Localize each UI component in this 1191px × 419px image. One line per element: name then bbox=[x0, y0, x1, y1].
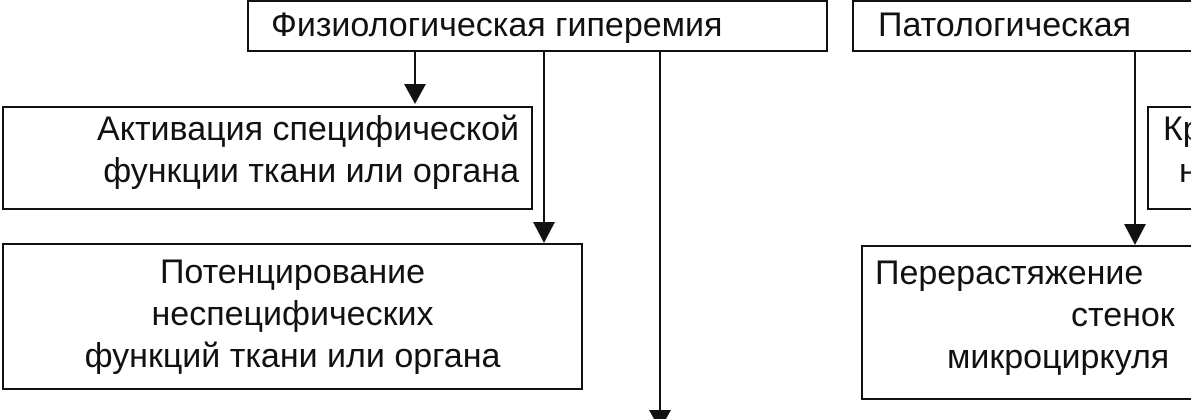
box-overstretching-line-2: стенок bbox=[1071, 296, 1175, 334]
box-potentiation-line-3: функций ткани или органа bbox=[84, 337, 501, 375]
box-right-top-text: Кр н bbox=[1163, 108, 1191, 192]
box-physiological-hyperemia: Физиологическая гиперемия bbox=[247, 0, 828, 52]
box-potentiation-line-1: Потенцирование bbox=[159, 253, 426, 291]
box-pathological-hyperemia: Патологическая bbox=[852, 0, 1191, 52]
box-activation-specific-function: Активация специфической функции ткани ил… bbox=[2, 106, 533, 210]
box-right-top-partial: Кр н bbox=[1147, 106, 1191, 210]
box-potentiation-nonspecific: Потенцирование неспецифических функций т… bbox=[2, 243, 583, 390]
box-overstretching: Перерастяжение стенок микроциркуля bbox=[861, 245, 1191, 400]
box-overstretching-text: Перерастяжение стенок микроциркуля bbox=[875, 252, 1191, 378]
box-physiological-hyperemia-label: Физиологическая гиперемия bbox=[271, 6, 723, 44]
arrowhead-phys-to-potentiation bbox=[533, 222, 555, 243]
box-overstretching-line-1: Перерастяжение bbox=[875, 254, 1144, 292]
box-activation-text: Активация специфической функции ткани ил… bbox=[4, 108, 531, 192]
arrowhead-phys-down bbox=[649, 410, 671, 419]
box-potentiation-text: Потенцирование неспецифических функций т… bbox=[4, 251, 581, 377]
arrowhead-path-to-overstretch bbox=[1124, 224, 1146, 245]
box-activation-line-2: функции ткани или органа bbox=[103, 152, 519, 190]
arrowhead-phys-to-activation bbox=[404, 84, 426, 104]
box-pathological-hyperemia-label: Патологическая bbox=[878, 6, 1132, 44]
box-overstretching-line-3: микроциркуля bbox=[947, 338, 1170, 376]
box-right-top-line-2: н bbox=[1163, 150, 1191, 192]
box-activation-line-1: Активация специфической bbox=[97, 110, 519, 148]
box-potentiation-line-2: неспецифических bbox=[151, 295, 434, 333]
box-right-top-line-1: Кр bbox=[1163, 110, 1191, 148]
